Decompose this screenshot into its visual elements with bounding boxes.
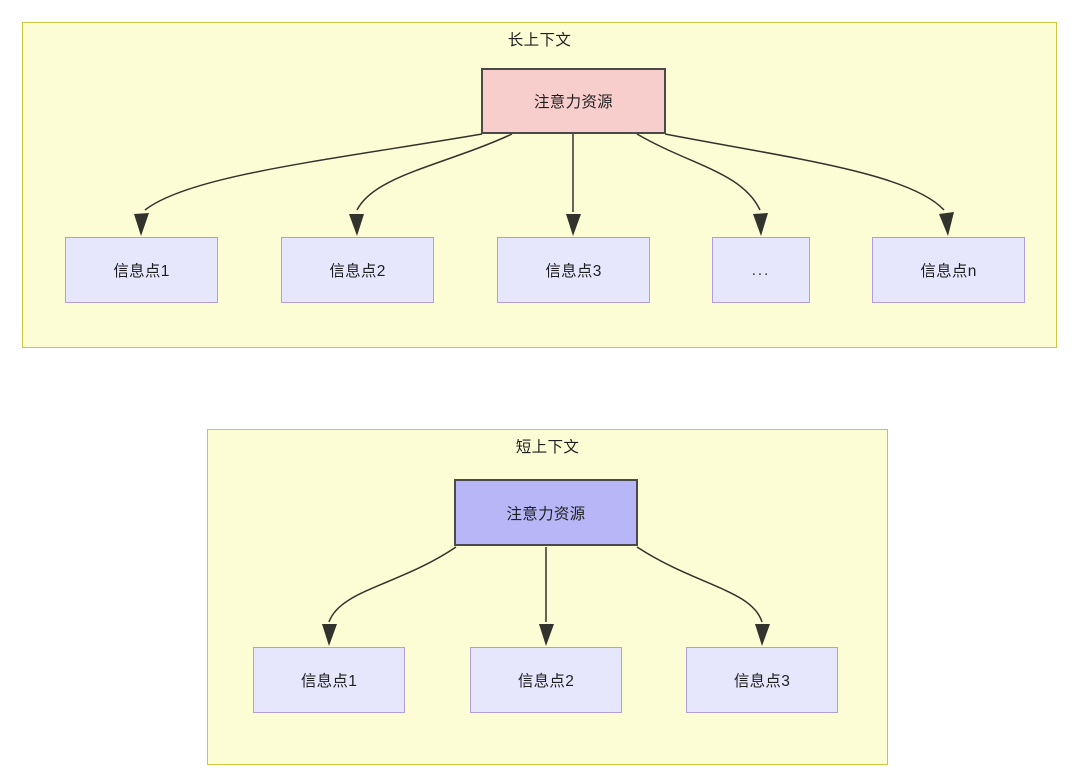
node-info-point-3-long[interactable]: 信息点3 [497,237,650,303]
node-info-point-3-short[interactable]: 信息点3 [686,647,838,713]
node-label: 信息点3 [733,673,791,690]
node-label: 信息点1 [300,673,358,690]
node-info-point-2-long[interactable]: 信息点2 [281,237,434,303]
node-label: 信息点3 [545,263,602,280]
panel-short-context-title: 短上下文 [515,439,580,456]
node-info-point-1-short[interactable]: 信息点1 [253,647,405,713]
node-info-point-1-long[interactable]: 信息点1 [65,237,218,303]
node-info-point-2-short[interactable]: 信息点2 [470,647,622,713]
node-label: ... [751,261,771,279]
node-attention-resource-long[interactable]: 注意力资源 [481,68,666,134]
node-label: 信息点2 [517,673,575,690]
node-attention-resource-short[interactable]: 注意力资源 [454,479,638,546]
node-label: 信息点2 [329,263,386,280]
node-label: 信息点n [920,263,977,280]
node-info-point-ellipsis-long[interactable]: ... [712,237,810,303]
node-label: 注意力资源 [506,505,586,523]
panel-long-context-title: 长上下文 [507,32,572,49]
node-info-point-n-long[interactable]: 信息点n [872,237,1025,303]
node-label: 注意力资源 [533,94,613,111]
node-label: 信息点1 [113,263,170,280]
